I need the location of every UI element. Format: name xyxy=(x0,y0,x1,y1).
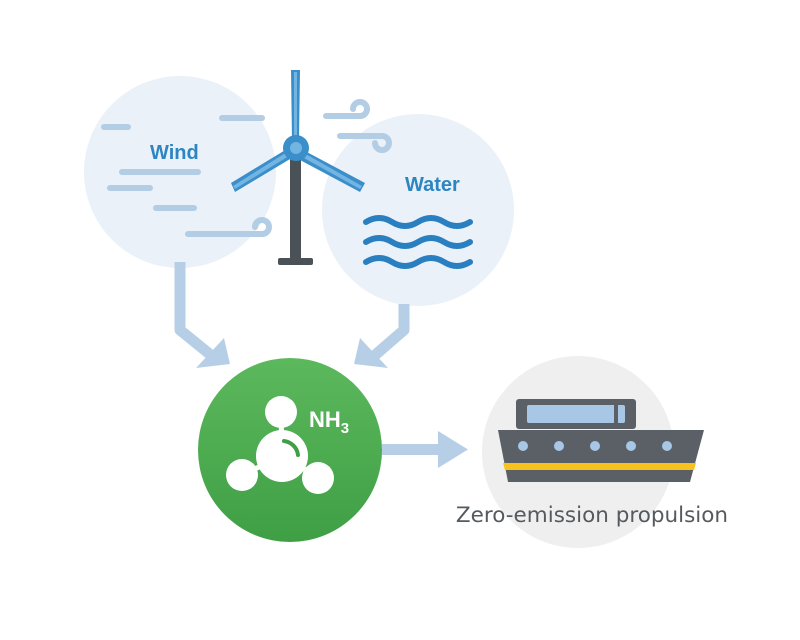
wind-turbine-icon xyxy=(231,70,365,265)
ship-caption: Zero-emission propulsion xyxy=(456,503,728,528)
wind-label: Wind xyxy=(150,142,199,164)
waves-icon xyxy=(363,215,473,269)
wind-streaks xyxy=(101,99,392,237)
ammonia-formula-sub: 3 xyxy=(341,420,349,437)
arrow-water-to-ammonia xyxy=(354,304,410,368)
water-bubble xyxy=(322,114,514,306)
ammonia-node: NH3 xyxy=(198,358,382,542)
water-label: Water xyxy=(405,174,460,196)
ammonia-formula: NH3 xyxy=(309,407,349,437)
arrow-wind-to-ammonia xyxy=(174,262,230,368)
ammonia-formula-main: NH xyxy=(309,407,341,432)
arrow-ammonia-to-ship xyxy=(382,431,468,468)
molecule-icon xyxy=(226,396,334,494)
ship-icon xyxy=(498,399,704,482)
